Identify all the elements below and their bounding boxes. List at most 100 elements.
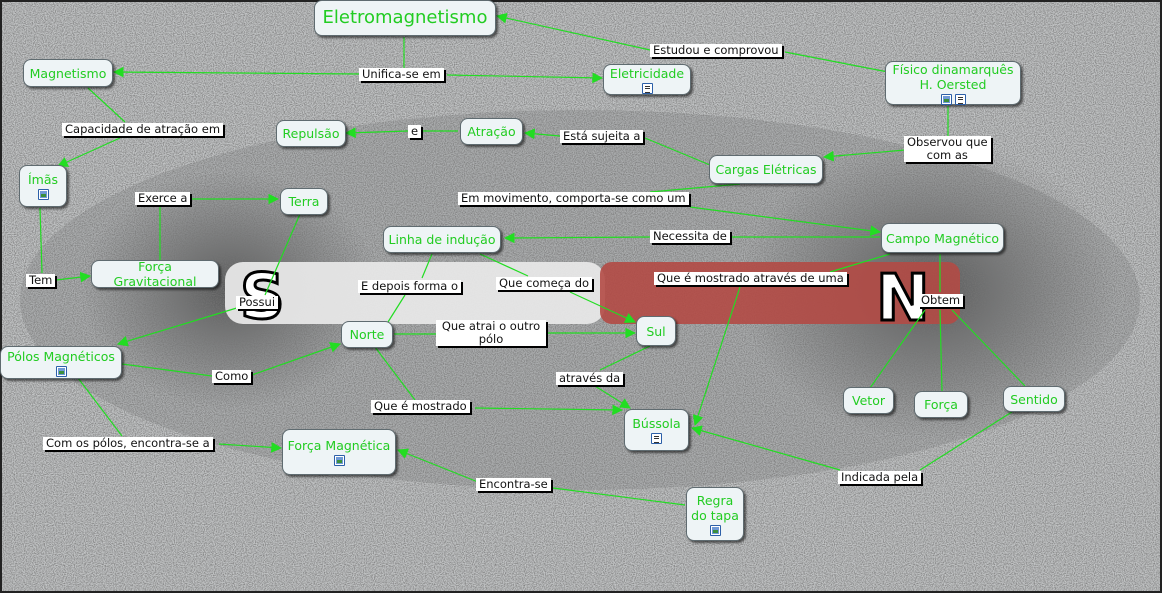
concept-label: Bússola bbox=[632, 416, 681, 431]
link-line bbox=[503, 232, 651, 244]
concept-label: Vetor bbox=[852, 393, 885, 408]
concept-magnetismo[interactable]: Magnetismo bbox=[23, 59, 113, 87]
concept-fisico-dinamarques[interactable]: Físico dinamarquês H. Oersted bbox=[885, 61, 1021, 105]
phrase-que-comeca-do[interactable]: Que começa do bbox=[496, 277, 593, 290]
phrase-exerce-a[interactable]: Exerce a bbox=[135, 192, 191, 205]
phrase-necessita-de[interactable]: Necessita de bbox=[650, 230, 730, 243]
link-line bbox=[396, 448, 479, 483]
link-line bbox=[939, 309, 943, 393]
concept-label: Terra bbox=[288, 194, 320, 209]
concept-label: Magnetismo bbox=[29, 65, 107, 81]
phrase-tem[interactable]: Tem bbox=[26, 274, 56, 287]
concept-forca-gravitacional[interactable]: Força Gravitacional bbox=[91, 259, 219, 289]
link-line bbox=[869, 309, 926, 389]
concept-label: Regra do tapa bbox=[691, 492, 739, 523]
image-resource-icon[interactable] bbox=[55, 365, 67, 377]
phrase-possui[interactable]: Possui bbox=[236, 296, 279, 309]
image-resource-icon[interactable] bbox=[709, 524, 721, 536]
concept-label: Força Magnética bbox=[287, 438, 391, 453]
concept-eletromagnetismo[interactable]: Eletromagnetismo bbox=[314, 0, 496, 36]
concept-campo-magnetico[interactable]: Campo Magnético bbox=[881, 223, 1004, 253]
concept-vetor[interactable]: Vetor bbox=[843, 387, 894, 414]
link-line bbox=[644, 137, 711, 166]
concept-regra-do-tapa[interactable]: Regra do tapa bbox=[686, 487, 744, 541]
image-resource-icon[interactable] bbox=[940, 93, 952, 105]
phrase-unifica-se-em[interactable]: Unifica-se em bbox=[359, 68, 444, 81]
concept-label: Atração bbox=[467, 124, 516, 139]
concept-forca[interactable]: Força bbox=[914, 391, 968, 418]
concept-sentido[interactable]: Sentido bbox=[1003, 386, 1065, 412]
concept-eletricidade[interactable]: Eletricidade bbox=[603, 64, 691, 95]
document-resource-icon[interactable] bbox=[954, 93, 966, 105]
link-line bbox=[594, 385, 631, 409]
link-line bbox=[599, 345, 651, 371]
concept-imas[interactable]: Ímãs bbox=[19, 165, 67, 207]
concept-norte[interactable]: Norte bbox=[341, 321, 393, 348]
link-line bbox=[692, 286, 741, 427]
link-line bbox=[218, 441, 283, 453]
link-line bbox=[87, 87, 126, 123]
link-line bbox=[344, 127, 409, 139]
concept-label: Ímãs bbox=[27, 172, 59, 187]
concept-label: Sul bbox=[646, 323, 666, 339]
link-line bbox=[649, 183, 741, 193]
phrase-obtem[interactable]: Obtem bbox=[918, 294, 964, 307]
phrase-capacidade-de-atracao[interactable]: Capacidade de atração em bbox=[62, 123, 224, 136]
concept-linha-de-inducao[interactable]: Linha de indução bbox=[383, 226, 501, 253]
concept-sul[interactable]: Sul bbox=[636, 316, 676, 346]
phrase-observou-que-com-as[interactable]: Observou que com as bbox=[904, 136, 991, 162]
image-resource-icon[interactable] bbox=[333, 455, 345, 466]
concept-atracao[interactable]: Atração bbox=[460, 118, 523, 145]
concept-bussola[interactable]: Bússola bbox=[624, 409, 689, 451]
phrase-esta-sujeita-a[interactable]: Está sujeita a bbox=[560, 130, 644, 143]
concept-label: Campo Magnético bbox=[886, 230, 1000, 246]
concept-repulsao[interactable]: Repulsão bbox=[276, 120, 346, 147]
link-line bbox=[39, 207, 43, 274]
phrase-indicada-pela[interactable]: Indicada pela bbox=[838, 471, 922, 484]
phrase-e-depois-forma-o[interactable]: E depois forma o bbox=[358, 280, 462, 293]
phrase-com-os-polos[interactable]: Com os pólos, encontra-se a bbox=[43, 437, 213, 450]
phrase-e[interactable]: e bbox=[408, 125, 422, 138]
link-line bbox=[474, 404, 624, 416]
phrase-como[interactable]: Como bbox=[212, 370, 252, 383]
concept-label: Físico dinamarquês H. Oersted bbox=[892, 61, 1014, 92]
concept-label: Força Gravitacional bbox=[113, 259, 197, 289]
concept-label: Sentido bbox=[1010, 391, 1058, 407]
link-line bbox=[951, 309, 1026, 387]
document-resource-icon[interactable] bbox=[641, 82, 653, 94]
link-line bbox=[374, 346, 416, 401]
concept-label: Pólos Magnéticos bbox=[7, 348, 115, 364]
link-line bbox=[495, 12, 651, 51]
concept-label: Força bbox=[924, 397, 958, 412]
phrase-que-e-mostrado[interactable]: Que é mostrado bbox=[371, 400, 470, 413]
link-line bbox=[121, 363, 213, 377]
link-line bbox=[264, 213, 301, 296]
phrase-que-e-mostrado-atraves-de-uma[interactable]: Que é mostrado através de uma bbox=[654, 272, 847, 285]
link-line bbox=[552, 487, 686, 506]
link-line bbox=[569, 291, 636, 323]
link-line bbox=[387, 294, 406, 323]
link-line bbox=[421, 253, 433, 279]
link-line bbox=[251, 342, 342, 376]
link-line bbox=[55, 271, 92, 283]
phrase-encontra-se[interactable]: Encontra-se bbox=[476, 478, 551, 491]
image-resource-icon[interactable] bbox=[37, 189, 49, 200]
phrase-em-movimento[interactable]: Em movimento, comporta-se como um bbox=[458, 192, 689, 205]
concept-cargas-eletricas[interactable]: Cargas Elétricas bbox=[709, 155, 823, 184]
concept-forca-magnetica[interactable]: Força Magnética bbox=[282, 429, 396, 475]
concept-label: Eletromagnetismo bbox=[322, 7, 488, 28]
link-line bbox=[829, 253, 891, 273]
concept-polos-magneticos[interactable]: Pólos Magnéticos bbox=[0, 346, 122, 379]
link-line bbox=[822, 149, 906, 162]
phrase-atraves-da[interactable]: através da bbox=[556, 372, 624, 385]
concept-label: Repulsão bbox=[282, 126, 340, 141]
concept-terra[interactable]: Terra bbox=[280, 188, 328, 215]
link-line bbox=[690, 425, 841, 471]
phrase-que-atrai-o-outro-polo[interactable]: Que atrai o outro pólo bbox=[436, 320, 546, 346]
link-line bbox=[919, 409, 1016, 471]
concept-label: Norte bbox=[349, 327, 385, 342]
link-line bbox=[57, 137, 121, 167]
document-resource-icon[interactable] bbox=[651, 433, 662, 444]
phrase-estudou-e-comprovou[interactable]: Estudou e comprovou bbox=[650, 44, 782, 57]
